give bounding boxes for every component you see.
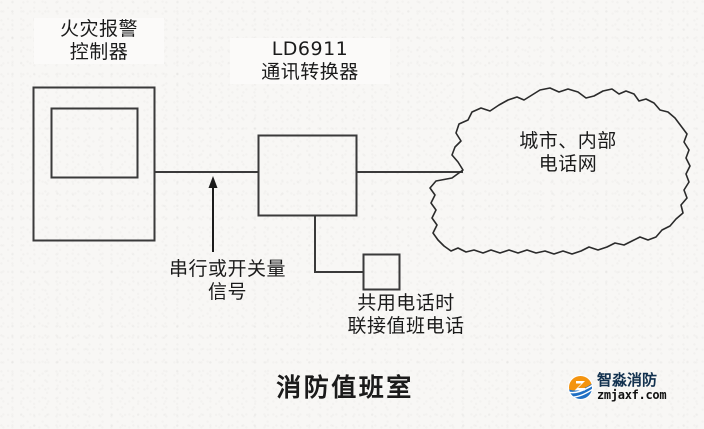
telephone-network-label-line1: 城市、内部: [519, 130, 617, 152]
telephone-network-label-line2: 电话网: [538, 153, 598, 176]
signal-link-label-line1: 串行或开关量: [168, 258, 286, 280]
duty-phone-label-line2: 联接值班电话: [347, 315, 465, 338]
communication-converter-label-line2: 通讯转换器: [261, 61, 359, 84]
communication-converter-model: LD6911: [271, 38, 349, 60]
signal-link-label: 串行或开关量 信号: [140, 258, 315, 304]
watermark-url: zmjaxf.com: [597, 387, 667, 402]
fire-alarm-controller-inner-panel: [50, 107, 139, 179]
watermark: 智淼消防 zmjaxf.com: [568, 370, 700, 404]
zm-circle-logo-icon: [568, 374, 593, 400]
fire-alarm-controller-label-line2: 控制器: [69, 41, 129, 64]
fire-alarm-controller-label: 火灾报警 控制器: [34, 18, 164, 65]
watermark-brand: 智淼消防: [597, 370, 658, 389]
duty-phone-box-shape: [362, 253, 401, 291]
diagram-bottom-title: 消防值班室: [276, 373, 414, 402]
communication-converter-label: LD6911 通讯转换器: [230, 38, 390, 85]
signal-link-label-line2: 信号: [207, 281, 247, 304]
link-converter-to-duty-phone: [314, 215, 363, 273]
duty-phone-label-line1: 共用电话时: [357, 292, 455, 314]
duty-phone-label: 共用电话时 联接值班电话: [320, 292, 492, 338]
fire-alarm-controller-outer-box: [32, 86, 156, 242]
communication-converter-box: [257, 134, 358, 217]
signal-arrow-head: [208, 176, 218, 188]
fire-alarm-controller-label-line1: 火灾报警: [59, 18, 138, 40]
watermark-text-block: 智淼消防 zmjaxf.com: [597, 370, 667, 402]
telephone-network-cloud-shape: [429, 87, 691, 255]
telephone-network-label: 城市、内部 电话网: [478, 130, 658, 176]
